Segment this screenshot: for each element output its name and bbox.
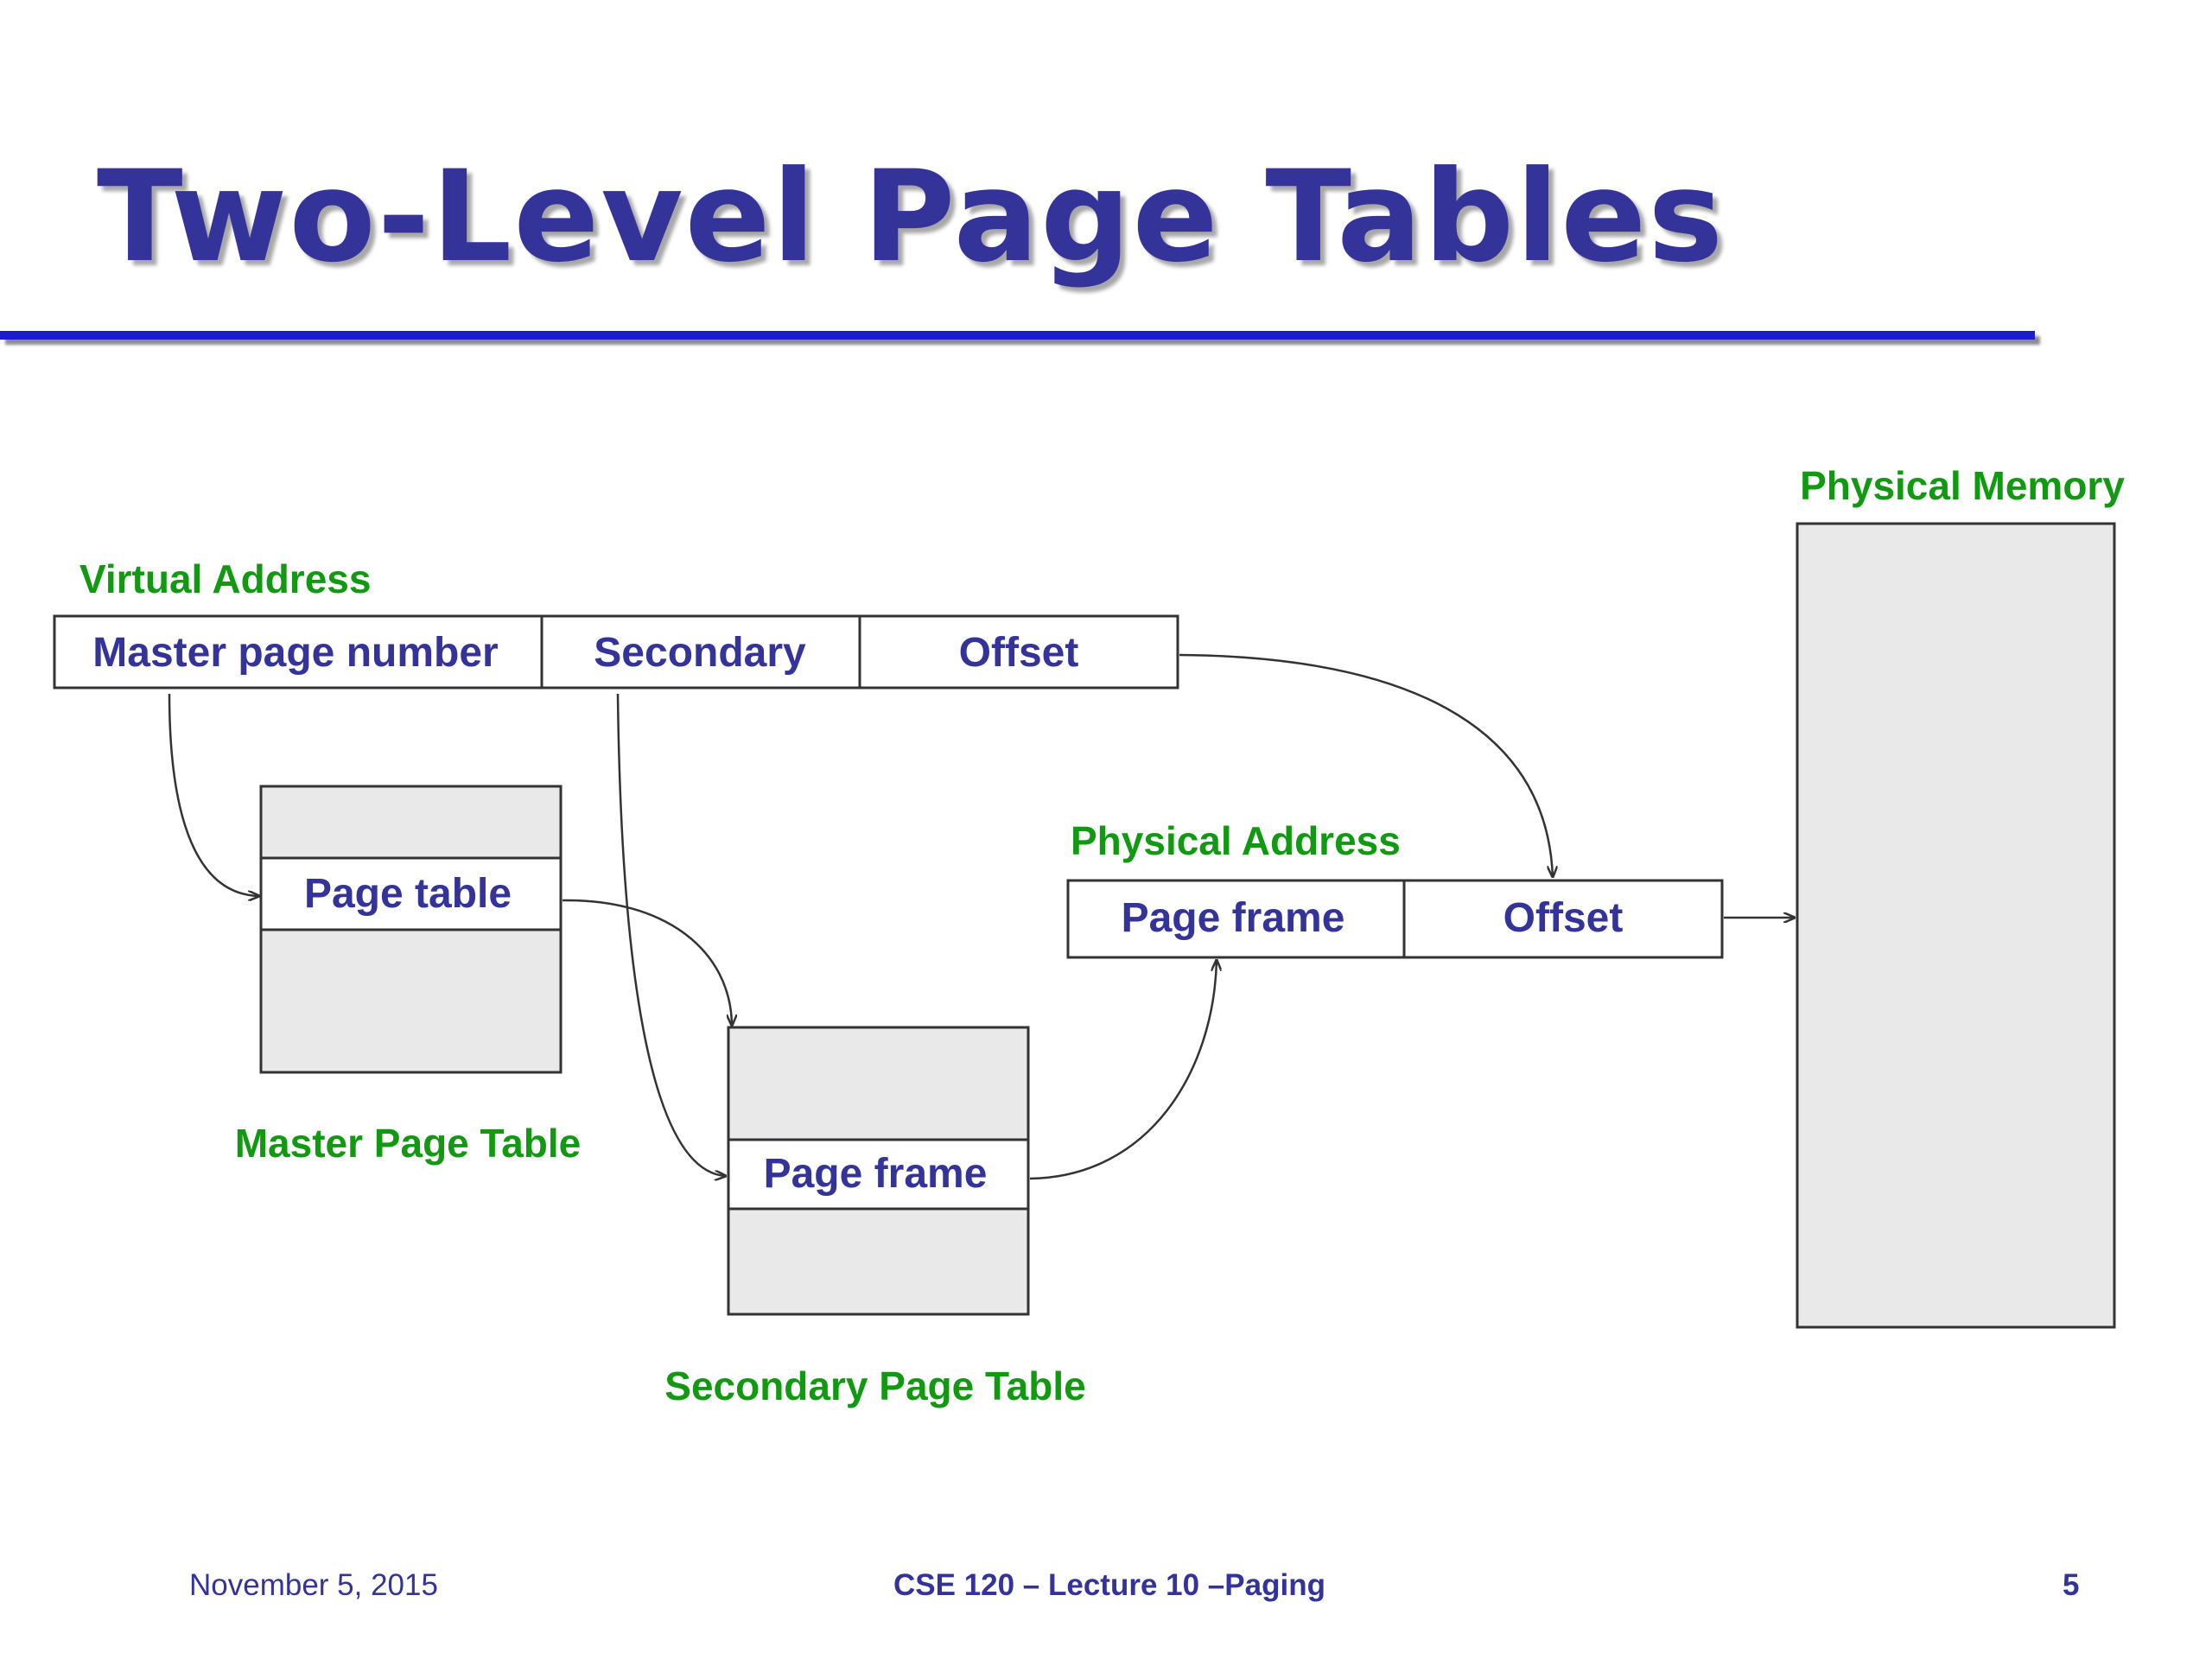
footer-page-number: 5 xyxy=(2063,1568,2080,1602)
master-page-table-entry xyxy=(259,856,563,931)
master-table-entry-label: Page table xyxy=(304,871,512,917)
physical-memory-label: Physical Memory xyxy=(1800,463,2125,508)
virtual-address-register xyxy=(53,614,1179,690)
secondary-page-table xyxy=(727,1026,1030,1316)
arrow-page-frame-entry-to-physical-address xyxy=(1029,960,1217,1180)
physical-address-label: Physical Address xyxy=(1071,818,1401,863)
va-field-secondary: Secondary xyxy=(594,630,806,676)
arrow-master-number-to-master-table xyxy=(168,693,259,896)
master-page-table-label: Master Page Table xyxy=(235,1121,582,1166)
virtual-address-label: Virtual Address xyxy=(79,556,371,601)
footer-date: November 5, 2015 xyxy=(189,1568,438,1602)
pa-field-offset: Offset xyxy=(1503,895,1624,941)
arrow-offset-to-physical-offset xyxy=(1179,653,1553,877)
master-page-table xyxy=(259,785,563,1074)
secondary-page-table-label: Secondary Page Table xyxy=(664,1363,1085,1408)
secondary-table-entry-label: Page frame xyxy=(764,1151,988,1197)
title-underline xyxy=(0,331,2035,340)
physical-memory-block xyxy=(1796,522,2116,1329)
secondary-page-table-entry xyxy=(727,1138,1030,1211)
slide-title: Two-Level Page Tables xyxy=(97,143,1726,290)
arrow-secondary-to-secondary-table xyxy=(616,693,726,1176)
va-field-offset: Offset xyxy=(959,630,1079,676)
arrow-page-table-entry-to-secondary-table xyxy=(562,899,732,1026)
va-field-master-page-number: Master page number xyxy=(92,630,498,676)
footer-course-title: CSE 120 – Lecture 10 –Paging xyxy=(893,1568,1325,1602)
physical-address-register xyxy=(1066,879,1724,959)
pa-field-page-frame: Page frame xyxy=(1122,895,1345,941)
